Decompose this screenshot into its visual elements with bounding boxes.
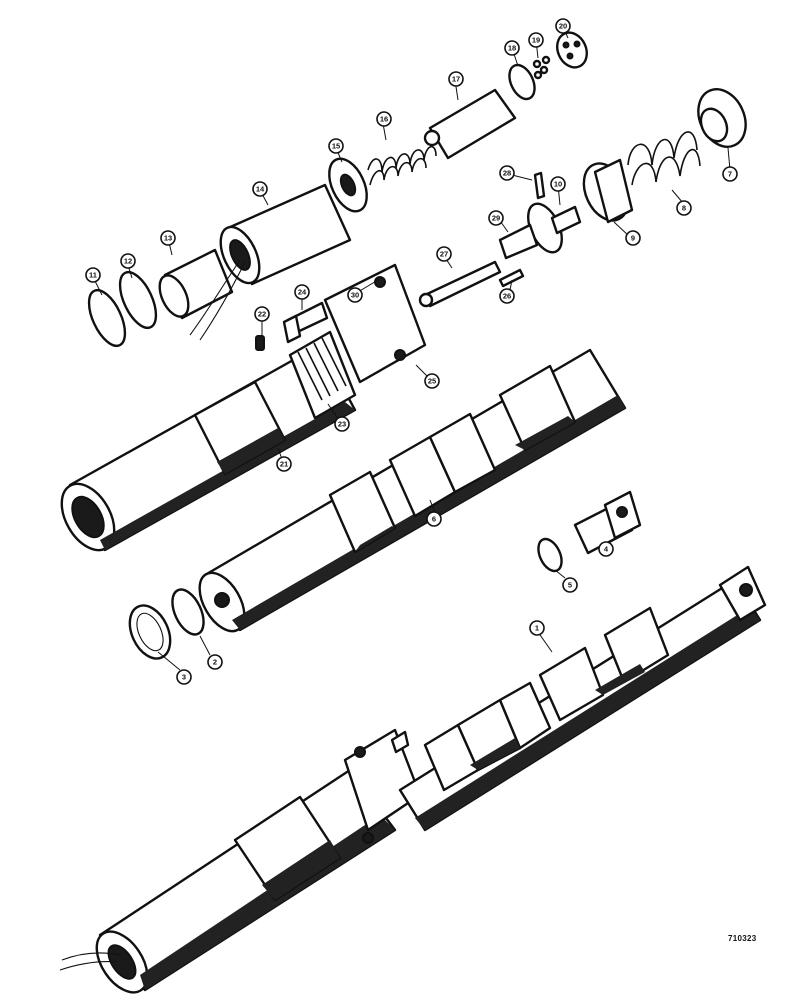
callout-27: 27 bbox=[436, 246, 452, 262]
callout-8: 8 bbox=[676, 200, 692, 216]
callout-9: 9 bbox=[625, 230, 641, 246]
lower-small-parts bbox=[128, 490, 642, 660]
callout-28: 28 bbox=[499, 165, 515, 181]
svg-text:19: 19 bbox=[532, 36, 540, 45]
svg-text:16: 16 bbox=[380, 115, 388, 124]
svg-text:17: 17 bbox=[452, 75, 460, 84]
svg-text:27: 27 bbox=[440, 250, 448, 259]
callout-5: 5 bbox=[562, 577, 578, 593]
svg-text:5: 5 bbox=[568, 581, 572, 590]
svg-text:28: 28 bbox=[503, 169, 511, 178]
callout-16: 16 bbox=[376, 111, 392, 127]
svg-text:8: 8 bbox=[682, 204, 686, 213]
svg-text:23: 23 bbox=[338, 420, 346, 429]
callout-10: 10 bbox=[550, 176, 566, 192]
drawing-id-label: 710323 bbox=[728, 934, 757, 943]
spool bbox=[198, 348, 627, 633]
svg-text:9: 9 bbox=[631, 234, 635, 243]
svg-text:15: 15 bbox=[332, 142, 340, 151]
svg-text:20: 20 bbox=[559, 22, 567, 31]
callout-18: 18 bbox=[504, 40, 520, 56]
svg-text:12: 12 bbox=[124, 257, 132, 266]
callout-19: 19 bbox=[528, 32, 544, 48]
right-components bbox=[418, 88, 747, 308]
svg-text:10: 10 bbox=[554, 180, 562, 189]
callout-24: 24 bbox=[294, 284, 310, 300]
callout-6: 6 bbox=[426, 511, 442, 527]
svg-text:25: 25 bbox=[428, 377, 436, 386]
callout-21: 21 bbox=[276, 456, 292, 472]
svg-text:29: 29 bbox=[492, 214, 500, 223]
top-components bbox=[328, 31, 588, 213]
svg-text:30: 30 bbox=[351, 291, 359, 300]
svg-text:18: 18 bbox=[508, 44, 516, 53]
callout-11: 11 bbox=[85, 267, 101, 283]
callout-20: 20 bbox=[555, 18, 571, 34]
callout-29: 29 bbox=[488, 210, 504, 226]
svg-text:4: 4 bbox=[604, 545, 609, 554]
callout-14: 14 bbox=[252, 181, 268, 197]
callout-26: 26 bbox=[499, 288, 515, 304]
callout-30: 30 bbox=[347, 287, 363, 303]
valve-body-assembly bbox=[59, 565, 767, 994]
callout-2: 2 bbox=[207, 654, 223, 670]
svg-text:11: 11 bbox=[89, 271, 97, 280]
valve-housing bbox=[60, 263, 427, 552]
svg-text:24: 24 bbox=[298, 288, 307, 297]
callout-22: 22 bbox=[254, 306, 270, 322]
svg-text:7: 7 bbox=[728, 170, 732, 179]
svg-text:1: 1 bbox=[535, 624, 539, 633]
small-parts-housing bbox=[255, 301, 329, 351]
callout-23: 23 bbox=[334, 416, 350, 432]
callout-7: 7 bbox=[722, 166, 738, 182]
svg-text:3: 3 bbox=[182, 673, 186, 682]
svg-text:26: 26 bbox=[503, 292, 511, 301]
svg-text:6: 6 bbox=[432, 515, 436, 524]
callout-3: 3 bbox=[176, 669, 192, 685]
callout-15: 15 bbox=[328, 138, 344, 154]
callout-1: 1 bbox=[529, 620, 545, 636]
callout-4: 4 bbox=[598, 541, 614, 557]
svg-text:21: 21 bbox=[280, 460, 288, 469]
callout-25: 25 bbox=[424, 373, 440, 389]
callout-13: 13 bbox=[160, 230, 176, 246]
svg-text:22: 22 bbox=[258, 310, 266, 319]
top-left-components bbox=[87, 183, 352, 348]
callout-17: 17 bbox=[448, 71, 464, 87]
svg-text:13: 13 bbox=[164, 234, 172, 243]
callout-12: 12 bbox=[120, 253, 136, 269]
svg-text:14: 14 bbox=[256, 185, 265, 194]
svg-text:2: 2 bbox=[213, 658, 217, 667]
